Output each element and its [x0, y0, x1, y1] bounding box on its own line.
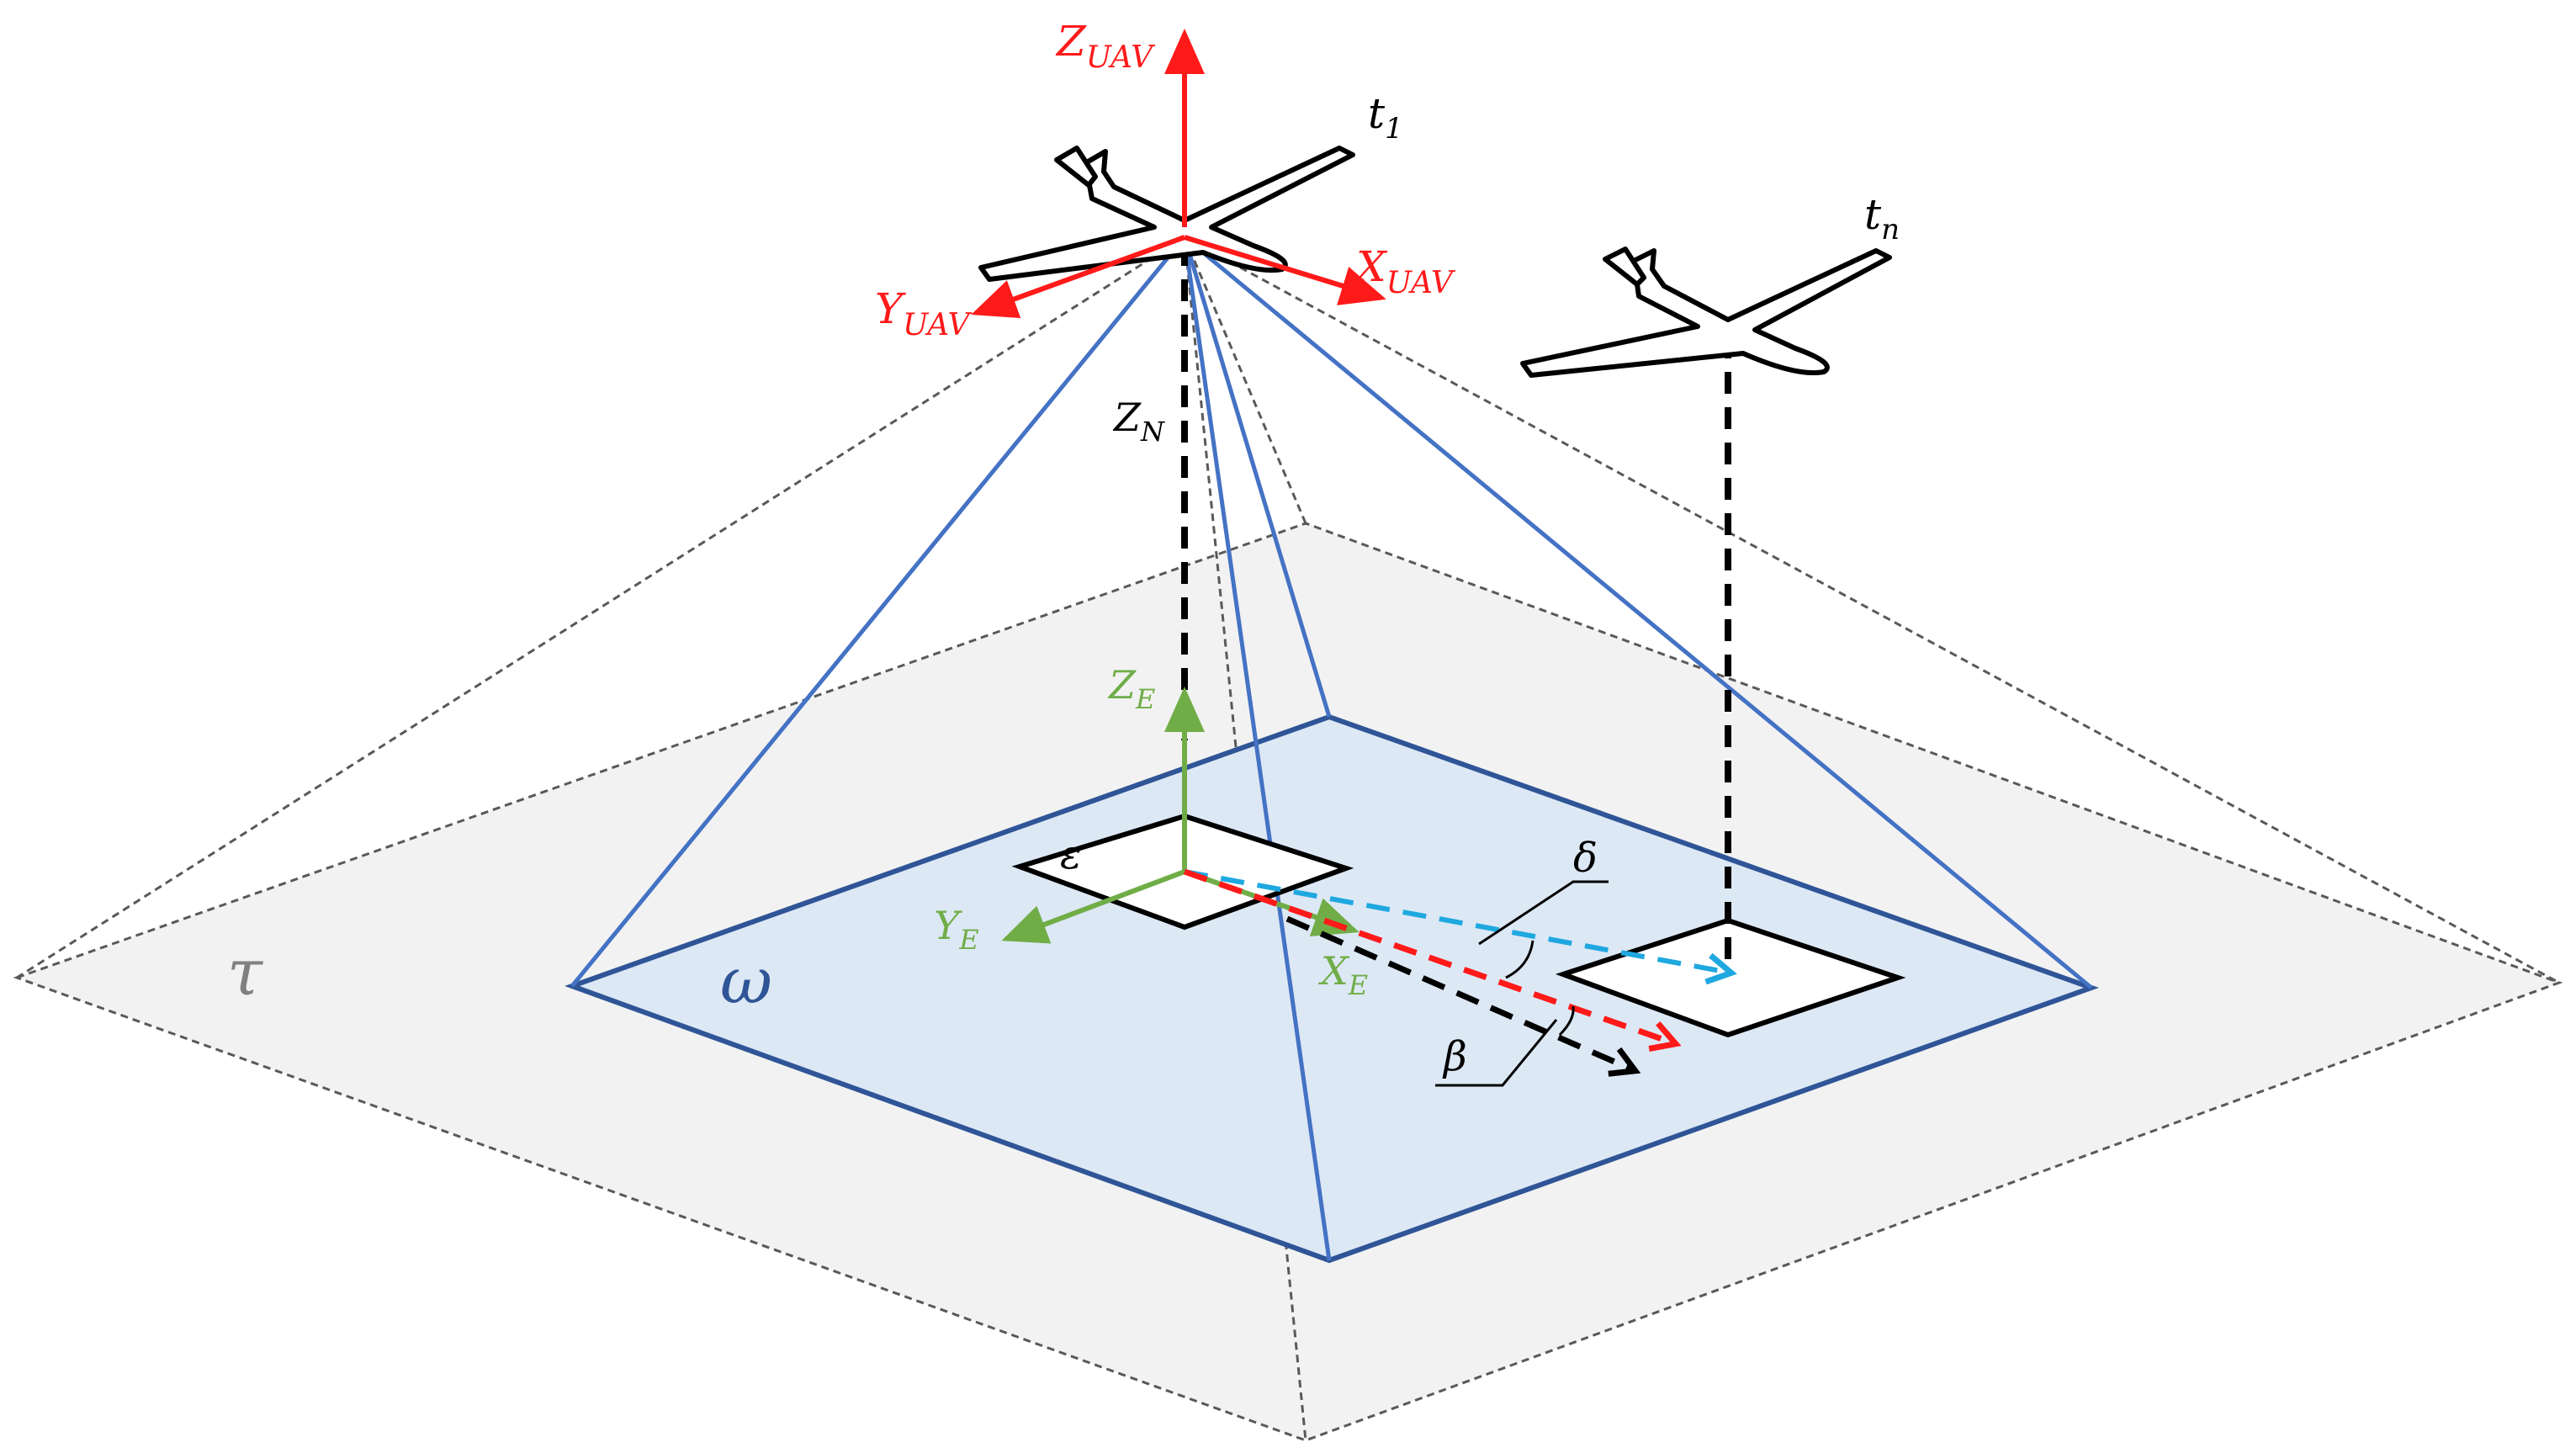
angle-leaders	[1435, 880, 1609, 1087]
zn-label: ZN	[1112, 395, 1165, 448]
omega-label: ω	[720, 943, 772, 1018]
delta-vector	[1184, 869, 1737, 985]
tau-label: τ	[227, 935, 264, 1010]
beta-label: β	[1442, 1033, 1467, 1080]
x-uav-label: XUAV	[1353, 242, 1456, 300]
ze-label: ZE	[1107, 662, 1155, 715]
epsilon-label: ε	[1060, 831, 1082, 878]
tau-frustum-edges	[16, 236, 2560, 1441]
omega-frustum-edges	[570, 236, 2093, 1261]
delta-label: δ	[1573, 835, 1598, 882]
delta-leader	[1478, 880, 1609, 946]
xe-label: XE	[1318, 948, 1368, 1001]
red-vector	[1183, 868, 1682, 1052]
z-uav-label: ZUAV	[1055, 17, 1156, 75]
uav-tn-icon	[1520, 247, 1892, 378]
xuav-axis	[1184, 235, 1386, 305]
beta-vector	[1285, 915, 1641, 1077]
y-uav-label: YUAV	[875, 284, 973, 342]
tn-label: tn	[1864, 190, 1900, 247]
delta-arc	[1505, 940, 1534, 979]
beta-arc	[1558, 1005, 1575, 1037]
t1-label: t1	[1368, 89, 1403, 146]
uav-axes	[971, 29, 1386, 319]
yuav-axis	[971, 235, 1186, 319]
ye-axis	[1001, 869, 1186, 944]
ye-label: YE	[934, 903, 979, 956]
beta-leader	[1435, 1019, 1558, 1087]
